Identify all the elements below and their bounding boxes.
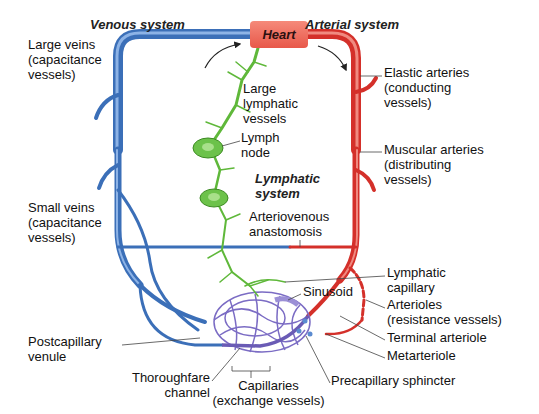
flow-arrow [318, 46, 346, 70]
capillary-bed [214, 292, 310, 352]
vessel-label: Terminal arteriole [387, 330, 532, 345]
vein-branch [99, 165, 118, 188]
capillary [250, 294, 258, 352]
vessel-label: Arterioles (resistance vessels) [387, 297, 507, 327]
muscular-artery [340, 150, 356, 280]
vessel-label: Capillaries (exchange vessels) [211, 378, 326, 408]
vessel-label: Large veins (capacitance vessels) [28, 37, 118, 82]
vessel-label: Thoroughfare channel [90, 370, 210, 400]
lymphatic-capillary [245, 280, 285, 286]
structure-label: Lymph node [241, 130, 291, 160]
lymph-node [200, 189, 228, 207]
leader-lines [122, 76, 385, 383]
vessel-label: Postcapillary venule [28, 334, 123, 364]
node-label: Heart [262, 27, 295, 42]
leader-line [366, 300, 385, 308]
vessel-label: Sinusoid [303, 284, 373, 299]
leader-line [285, 276, 385, 282]
precapillary-sphincter [303, 319, 308, 324]
capillary [214, 309, 308, 324]
structure-label: Precapillary sphincter [331, 373, 491, 388]
postcapillary-venule [140, 285, 222, 345]
bracket [232, 366, 270, 378]
system-heading: Lymphatic system [255, 171, 335, 201]
sinusoid [275, 299, 298, 305]
large-vein [118, 34, 250, 150]
heart-box: Heart [250, 21, 308, 48]
vessel-label: Lymphatic capillary [387, 265, 467, 295]
lymph-node-highlight [208, 193, 220, 201]
lymph-node-highlight [202, 143, 214, 151]
artery-branch [356, 170, 374, 190]
anastomosis-venous [118, 246, 290, 249]
lymph-node [193, 138, 223, 158]
capillary [214, 292, 310, 352]
vessel-label: Elastic arteries (conducting vessels) [384, 65, 484, 110]
vessel-label: Metarteriole [387, 348, 487, 363]
leader-line [222, 141, 240, 146]
leader-line [288, 294, 301, 300]
leader-line [306, 336, 330, 383]
precapillary-sphincter [297, 329, 302, 334]
artery-highlight [308, 33, 357, 150]
vein-branch [96, 95, 118, 118]
leader-line [326, 334, 385, 358]
venule [140, 285, 205, 322]
artery-branch [356, 78, 376, 92]
vessel-label: Muscular arteries (distributing vessels) [384, 142, 499, 187]
metarteriole [326, 320, 362, 334]
vein-highlight [117, 33, 250, 150]
leader-line [212, 348, 240, 381]
leader-line [300, 240, 301, 247]
system-heading: Venous system [90, 17, 220, 32]
capillary [225, 300, 285, 336]
system-heading: Arterial system [305, 17, 435, 32]
elastic-artery [308, 34, 356, 150]
vessel-label: Large lymphatic vessels [243, 81, 308, 126]
leader-line [340, 316, 385, 340]
leader-line [122, 338, 200, 345]
thoroughfare-channel [222, 316, 308, 346]
flow-arrow [205, 44, 240, 68]
vein-branch [118, 190, 198, 330]
precapillary-sphincter [308, 332, 313, 337]
vessel-label: Arteriovenous anastomosis [249, 209, 379, 239]
vessel-label: Small veins (capacitance vessels) [28, 200, 118, 245]
capillary [230, 300, 237, 350]
leader-line [360, 152, 382, 153]
leader-line [360, 76, 382, 77]
